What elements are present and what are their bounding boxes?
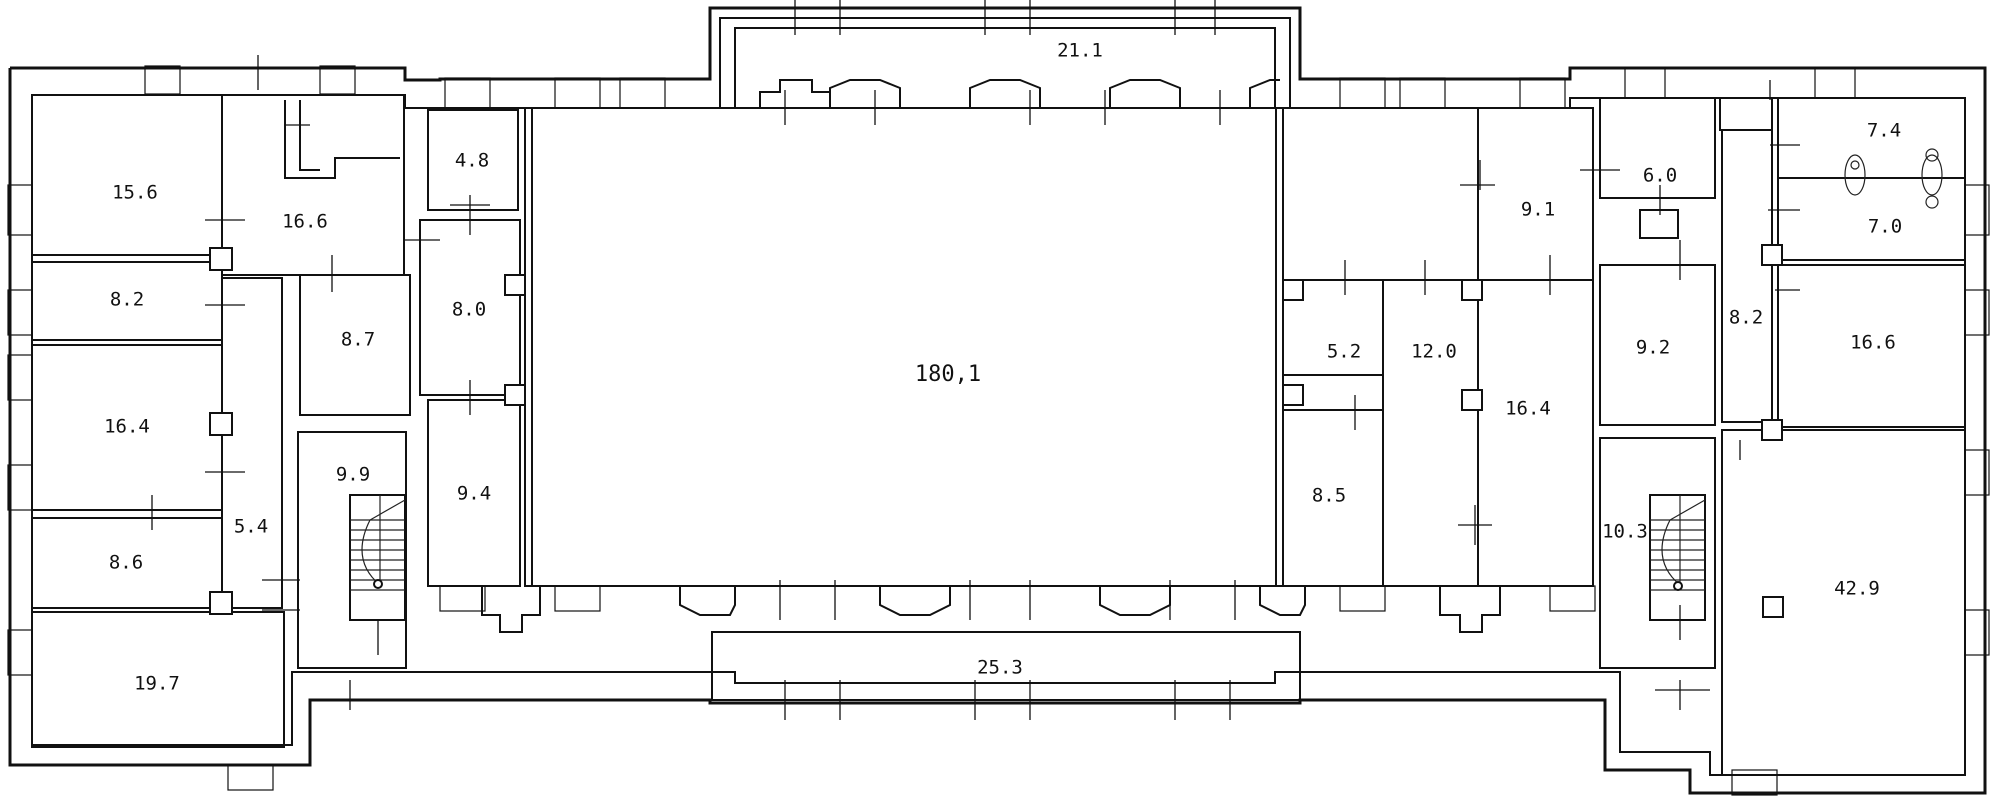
room-label-8-6: 8.6: [109, 552, 143, 574]
upper-bay-pillars: [759, 79, 1280, 108]
upper-bay-wall: [719, 17, 1291, 109]
room-label-5-2: 5.2: [1327, 341, 1361, 363]
lower-bay: [481, 586, 1501, 701]
central-hall-wall: [524, 107, 1284, 587]
room-label-25-3: 25.3: [977, 657, 1023, 679]
windows: [7, 65, 1990, 796]
room-label-10-3: 10.3: [1602, 521, 1648, 543]
inner-outline: [31, 27, 1966, 776]
room-label-8-2-left: 8.2: [110, 289, 144, 311]
room-label-12-0: 12.0: [1411, 341, 1457, 363]
column-square: [1762, 596, 1784, 618]
room-label-7-4: 7.4: [1867, 120, 1901, 142]
left-staircase: [349, 494, 406, 621]
room-label-6-0: 6.0: [1643, 165, 1677, 187]
room-label-19-7: 19.7: [134, 673, 180, 695]
left-wing-outline: [8, 6, 1987, 795]
room-label-180-1: 180,1: [915, 362, 981, 387]
room-labels: 15.6 16.6 8.2 8.7 8.0 4.8 16.4 5.4 9.9 9…: [104, 40, 1902, 695]
room-label-8-2-right: 8.2: [1729, 307, 1763, 329]
room-label-16-6-left: 16.6: [282, 211, 328, 233]
room-label-8-5: 8.5: [1312, 485, 1346, 507]
upper-bay: [719, 17, 1291, 109]
sanitary-fixtures: [1844, 148, 1943, 209]
room-label-9-9: 9.9: [336, 464, 370, 486]
lower-bay-wall: [711, 631, 1301, 701]
room-label-15-6: 15.6: [112, 182, 158, 204]
room-label-5-4: 5.4: [234, 516, 268, 538]
room-label-21-1: 21.1: [1057, 40, 1103, 62]
room-label-16-6-right: 16.6: [1850, 332, 1896, 354]
room-label-42-9: 42.9: [1834, 578, 1880, 600]
room-label-16-4-left: 16.4: [104, 416, 150, 438]
right-staircase: [1649, 494, 1706, 621]
east-hall-rooms: [1282, 97, 1966, 776]
exterior-walls: [8, 6, 1987, 795]
room-label-16-4-right: 16.4: [1505, 398, 1551, 420]
room-label-9-4: 9.4: [457, 483, 491, 505]
room-label-9-2: 9.2: [1636, 337, 1670, 359]
room-label-9-1: 9.1: [1521, 199, 1555, 221]
room-label-8-0: 8.0: [452, 299, 486, 321]
room-label-8-7: 8.7: [341, 329, 375, 351]
door-marks: [151, 0, 1800, 720]
room-label-7-0: 7.0: [1868, 216, 1902, 238]
room-label-4-8: 4.8: [455, 150, 489, 172]
central-hall: [524, 107, 1284, 587]
columns: [209, 97, 1783, 615]
